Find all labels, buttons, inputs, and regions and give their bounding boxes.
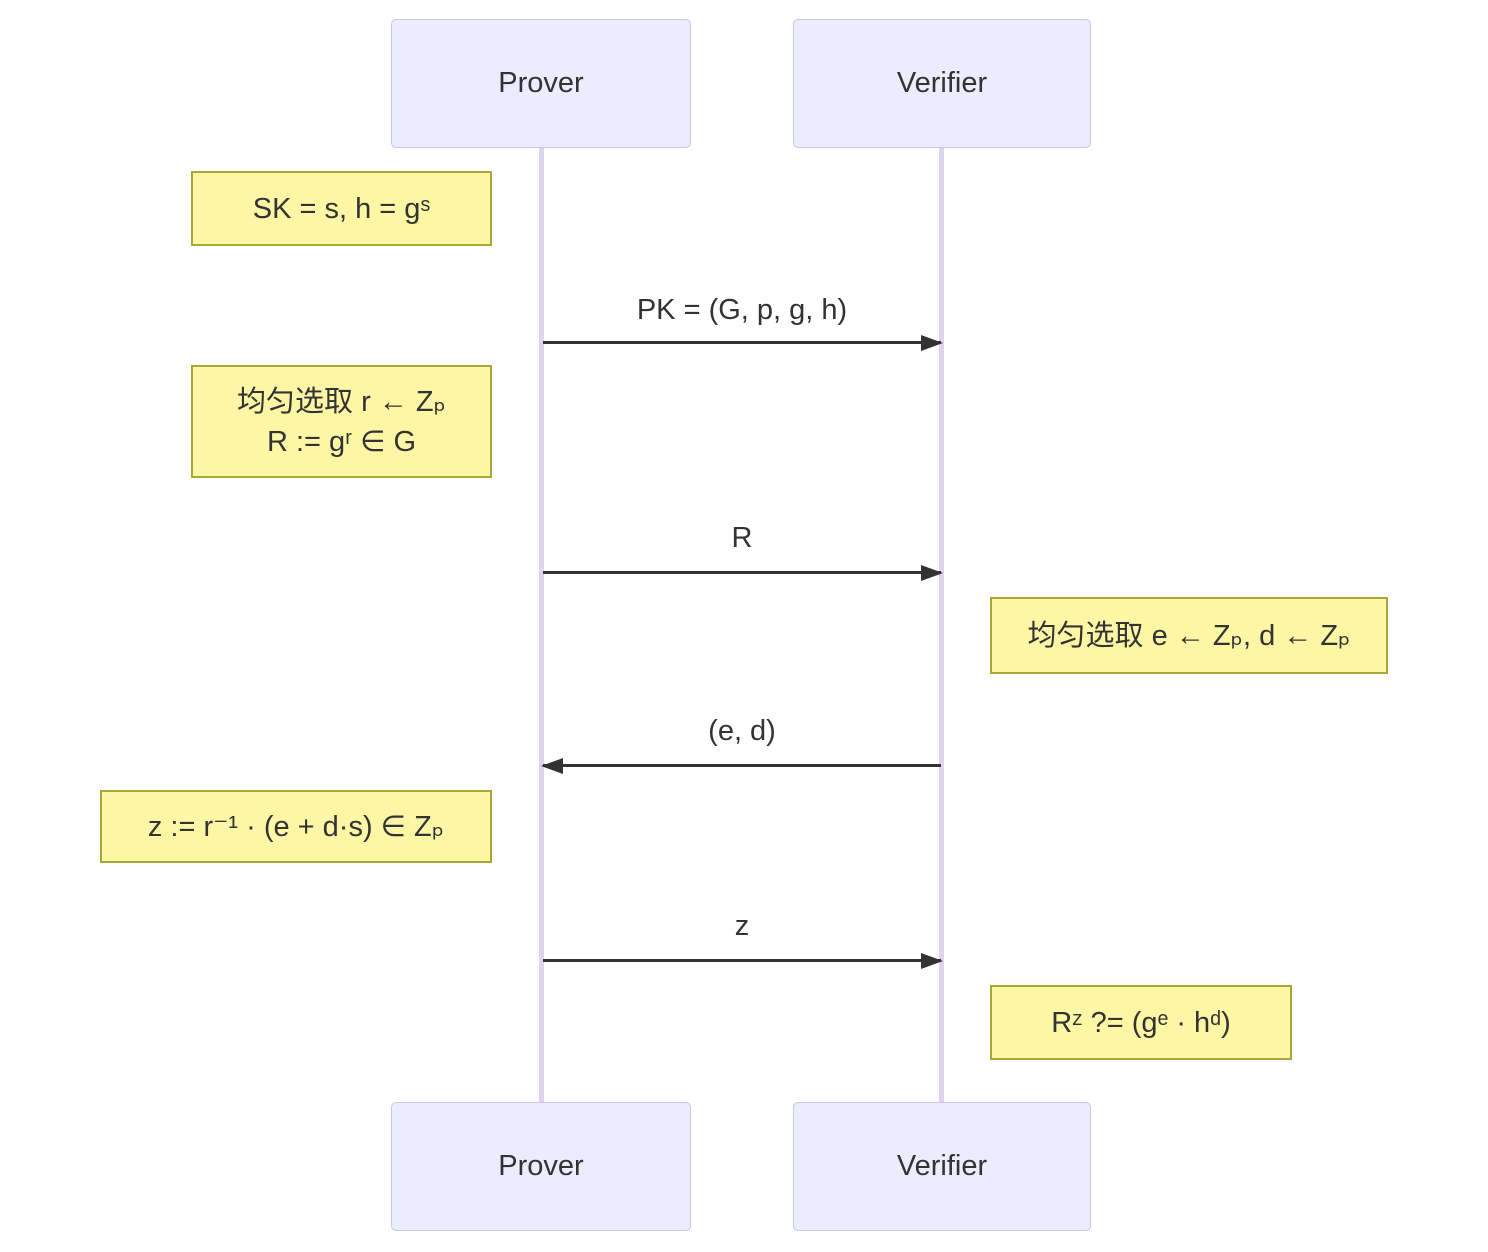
arrowhead-right-icon [921,952,943,969]
note-pick-r: 均匀选取 r ← Zₚ R := gʳ ∈ G [191,365,492,478]
note-secret-key-text: SK = s, h = gˢ [252,192,431,225]
actor-prover-bottom-label: Prover [498,1150,584,1182]
note-verify: Rᶻ ?= (gᵉ · hᵈ) [990,985,1292,1060]
arrowhead-left-icon [541,757,563,774]
prover-lifeline [539,148,544,1102]
note-pick-ed: 均匀选取 e ← Zₚ, d ← Zₚ [990,597,1388,674]
actor-verifier-bottom-label: Verifier [896,1150,988,1182]
actor-verifier-top: Verifier [793,19,1091,148]
note-secret-key: SK = s, h = gˢ [191,171,492,246]
note-pick-r-line1: 均匀选取 r ← Zₚ [237,385,446,418]
actor-prover-top: Prover [391,19,691,148]
actor-prover-bottom: Prover [391,1102,691,1231]
message-r-arrow [543,564,943,581]
message-ed-arrow [541,757,941,774]
message-ed-label: (e, d) [708,715,776,747]
note-compute-z: z := r⁻¹ · (e + d·s) ∈ Zₚ [100,790,492,863]
note-pick-r-line2: R := gʳ ∈ G [266,425,417,458]
message-pk-arrow [543,334,943,351]
message-pk-label: PK = (G, p, g, h) [636,294,848,326]
note-verify-text: Rᶻ ?= (gᵉ · hᵈ) [1051,1006,1231,1039]
message-z-arrow [543,952,943,969]
message-z-label: z [734,910,750,942]
verifier-lifeline [939,148,944,1102]
actor-verifier-bottom: Verifier [793,1102,1091,1231]
note-compute-z-text: z := r⁻¹ · (e + d·s) ∈ Zₚ [147,810,445,843]
actor-verifier-top-label: Verifier [896,67,988,99]
actor-prover-top-label: Prover [498,67,584,99]
note-pick-ed-text: 均匀选取 e ← Zₚ, d ← Zₚ [1027,619,1351,652]
arrowhead-right-icon [921,334,943,351]
message-r-label: R [731,522,753,554]
arrowhead-right-icon [921,564,943,581]
